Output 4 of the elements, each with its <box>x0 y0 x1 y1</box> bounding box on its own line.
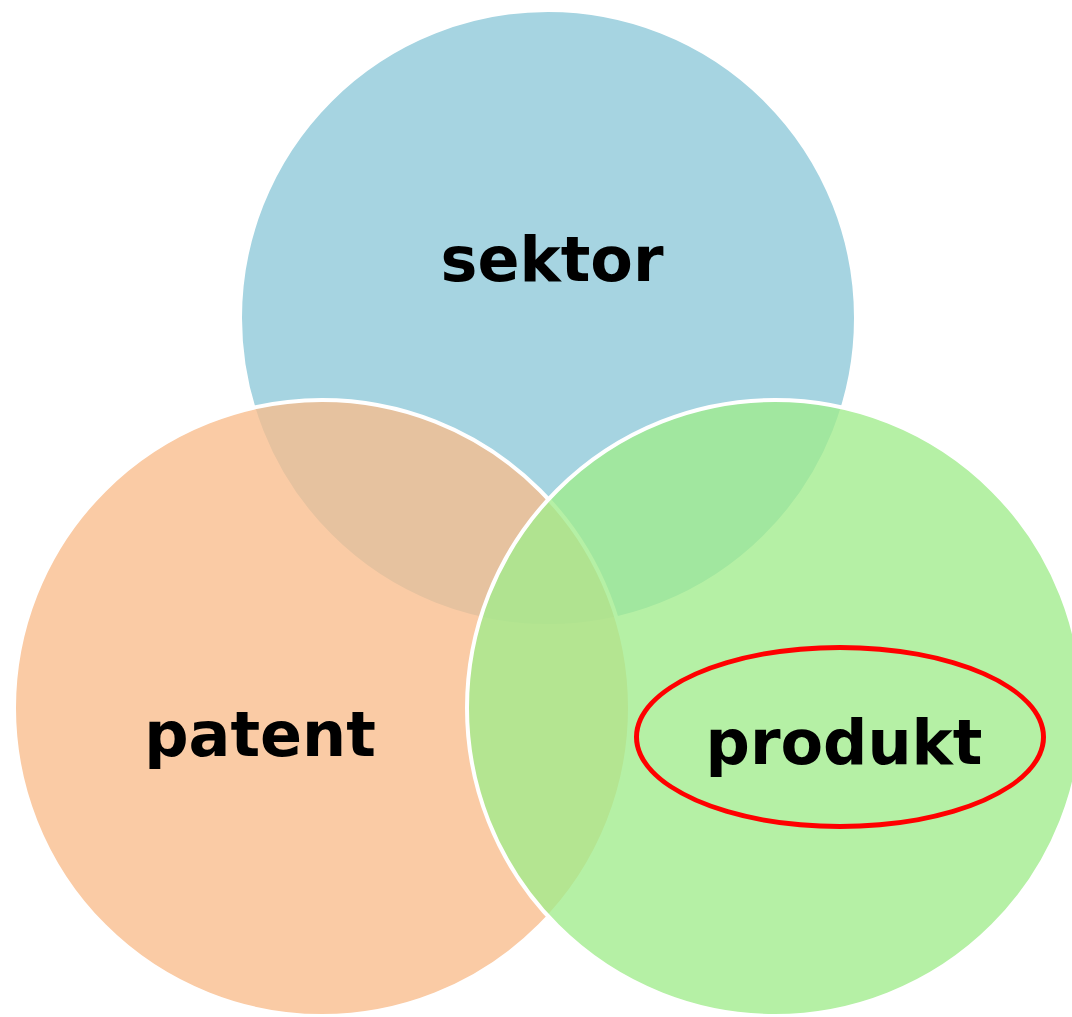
set-label: sektor <box>440 222 664 296</box>
highlight-ellipse <box>634 645 1046 829</box>
set-label: produkt <box>705 705 983 779</box>
set-label: patent <box>144 697 376 771</box>
